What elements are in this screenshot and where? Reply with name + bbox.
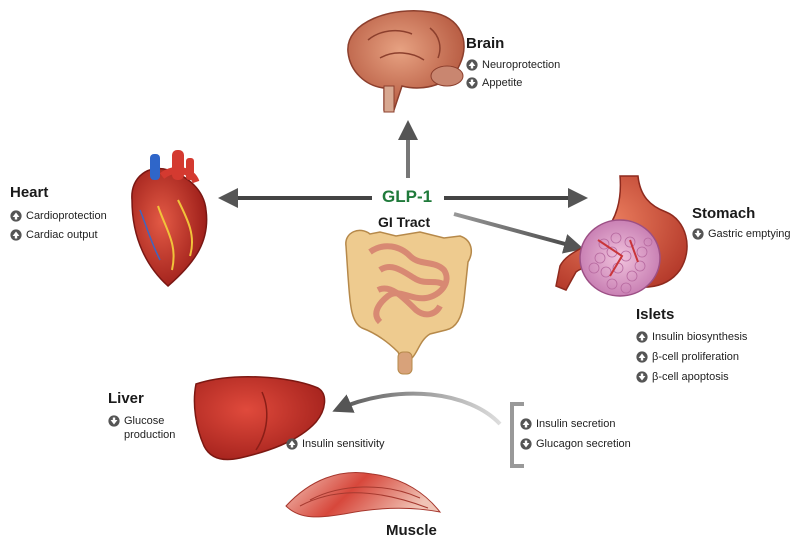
effect-text: Glucagon secretion [536,438,631,450]
muscle-effects: Insulin sensitivity [286,437,385,451]
arrow-up-icon [636,331,648,343]
arrow-up-icon [520,418,532,430]
stomach-title: Stomach [692,205,756,222]
liver-effects: Glucose production [108,414,175,442]
heart-effects: Cardioprotection Cardiac output [10,209,107,242]
effect-text-line2: production [124,428,175,442]
arrow-down-icon [108,415,120,427]
effect-text: Insulin sensitivity [302,438,385,450]
heart-title: Heart [10,184,49,201]
effect-item: Appetite [466,76,560,90]
effect-item: Glucose [108,414,175,428]
effect-text: Appetite [482,77,523,89]
pancreas-bracket [510,402,524,468]
brain-title: Brain [466,35,505,52]
effect-text: Insulin secretion [536,418,616,430]
effect-text: β-cell apoptosis [652,371,729,383]
arrow-down-icon [692,228,704,240]
effect-item: Glucagon secretion [520,437,631,451]
effect-text: Insulin biosynthesis [652,331,748,343]
islets-title: Islets [636,306,675,323]
brain-effects: Neuroprotection Appetite [466,58,560,90]
effect-item: Insulin biosynthesis [636,330,747,344]
islet-illustration [579,219,661,297]
pancreas-outputs: Insulin secretion Glucagon secretion [520,417,631,451]
effect-item: Gastric emptying [692,227,791,241]
effect-text: Neuroprotection [482,59,561,71]
arrow-down-icon [636,371,648,383]
effect-text: Cardiac output [26,229,98,241]
muscle-illustration [285,471,442,518]
arrow-up-icon [636,351,648,363]
source-label: GI Tract [378,214,431,230]
muscle-title: Muscle [386,522,437,539]
brain-illustration [347,10,465,113]
heart-illustration [131,150,208,287]
effect-item: Cardioprotection [10,209,107,223]
arrow-down-icon [466,77,478,89]
arrow-up-icon [286,438,298,450]
effect-item: β-cell apoptosis [636,370,747,384]
islets-effects: Insulin biosynthesis β-cell proliferatio… [636,330,747,384]
effect-text: Gastric emptying [708,228,791,240]
arrow-to-liver [332,391,502,426]
arrow-up-icon [10,229,22,241]
effect-text: Glucose [124,415,165,427]
effect-item: Insulin sensitivity [286,437,385,451]
arrow-to-islets [453,212,584,254]
effect-text: β-cell proliferation [652,351,740,363]
effect-item: Neuroprotection [466,58,560,72]
liver-title: Liver [108,390,144,407]
arrow-down-icon [520,438,532,450]
effect-text: Cardioprotection [26,210,107,222]
arrow-up-icon [466,59,478,71]
stomach-effects: Gastric emptying [692,227,791,241]
effect-item: β-cell proliferation [636,350,747,364]
hormone-label: GLP-1 [382,187,433,206]
effect-item: Insulin secretion [520,417,631,431]
arrow-up-icon [10,210,22,222]
effect-text: production [124,429,176,441]
intestine-illustration [345,229,473,375]
effect-item: Cardiac output [10,228,107,242]
